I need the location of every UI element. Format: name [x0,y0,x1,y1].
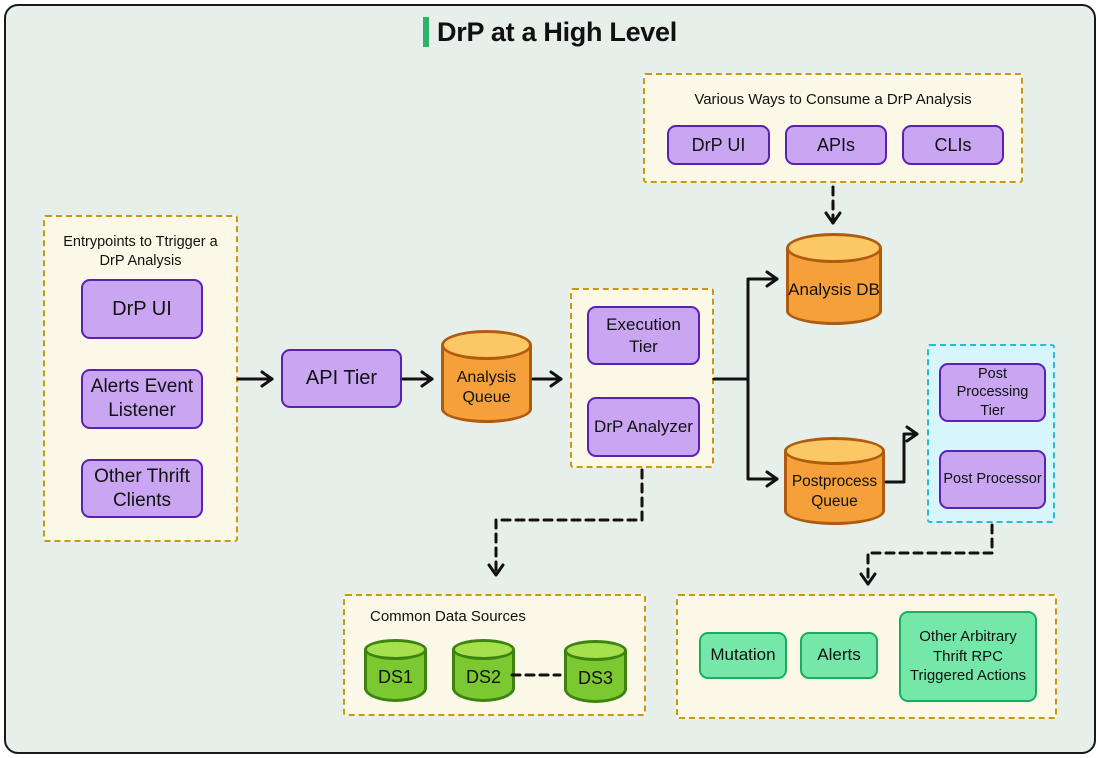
node-entry-alerts-event-listener: Alerts Event Listener [81,369,203,429]
ds1-label: DS1 [377,667,413,688]
node-api-tier: API Tier [281,349,402,408]
cylinder-top [564,640,627,661]
node-consume-apis: APIs [785,125,887,165]
node-other-thrift-rpc-actions: Other Arbitrary Thrift RPC Triggered Act… [899,611,1037,702]
data-sources-group-label: Common Data Sources [370,608,526,625]
node-post-processor: Post Processor [939,450,1046,509]
node-entry-other-thrift-clients: Other Thrift Clients [81,459,203,518]
consume-group-panel: Various Ways to Consume a DrP Analysis D… [643,73,1023,183]
cylinder-top [441,330,532,360]
node-execution-tier: Execution Tier [587,306,700,365]
analysis-queue-label: Analysis Queue [456,368,517,406]
data-sources-group-panel: Common Data Sources DS1 DS2 DS3 [343,594,646,716]
node-mutation: Mutation [699,632,787,679]
node-post-processing-tier: Post Processing Tier [939,363,1046,422]
diagram-title-block: DrP at a High Level [0,14,1100,50]
cylinder-top [452,639,515,660]
postprocess-queue-label: Postprocess Queue [791,473,878,510]
entrypoints-group-label: Entrypoints to Ttrigger a DrP Analysis [63,234,218,269]
postprocessing-group-panel: Post Processing Tier Post Processor [927,344,1055,523]
diagram-title: DrP at a High Level [437,16,677,47]
cylinder-top [364,639,427,660]
node-alerts: Alerts [800,632,878,679]
node-consume-drp-ui: DrP UI [667,125,770,165]
title-accent-bar [423,17,430,47]
analysis-db-cylinder: Analysis DB [786,233,882,325]
execution-group-panel: Execution Tier DrP Analyzer [570,288,714,468]
node-entry-drp-ui: DrP UI [81,279,203,339]
postprocess-queue-cylinder: Postprocess Queue [784,437,885,525]
node-drp-analyzer: DrP Analyzer [587,397,700,457]
analysis-queue-cylinder: Analysis Queue [441,330,532,423]
ds2-label: DS2 [465,667,501,688]
entrypoints-group-panel: Entrypoints to Ttrigger a DrP Analysis D… [43,215,238,542]
cylinder-top [786,233,882,263]
analysis-db-label: Analysis DB [788,280,880,300]
consume-group-label: Various Ways to Consume a DrP Analysis [694,91,972,108]
ds2-cylinder: DS2 [452,639,515,702]
cylinder-top [784,437,885,465]
ds1-cylinder: DS1 [364,639,427,702]
ds3-label: DS3 [577,668,613,689]
actions-group-panel: Mutation Alerts Other Arbitrary Thrift R… [676,594,1057,719]
ds3-cylinder: DS3 [564,640,627,703]
node-consume-clis: CLIs [902,125,1004,165]
